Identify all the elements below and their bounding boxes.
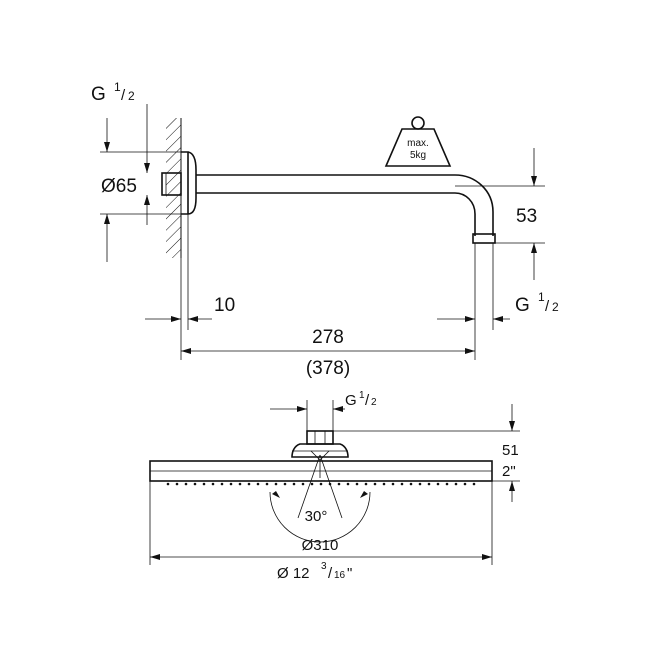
nozzle-dot — [364, 482, 368, 486]
outlet-thread-den: 2 — [552, 300, 559, 314]
weight-label-line2: 5kg — [410, 150, 426, 161]
shower-head-side-view: G 1 / 2 51 2" 30° — [149, 390, 520, 582]
nozzle-dot — [391, 482, 395, 486]
nozzle-dot — [418, 482, 422, 486]
shower-arm-side-view: max. 5kg Ø65 G 1 / 2 — [91, 80, 559, 379]
nozzle-dot — [382, 482, 386, 486]
nozzle-dot — [265, 482, 269, 486]
flange-diameter-dimension: Ø65 — [100, 118, 181, 262]
nozzle-dot — [337, 482, 341, 486]
nozzle-dot — [472, 482, 476, 486]
outlet-thread-num: 1 — [538, 290, 545, 304]
head-inlet-g: G — [345, 392, 357, 409]
arm-length-dimension: 278 (378) — [181, 327, 475, 379]
nozzle-dot — [301, 482, 305, 486]
head-diameter-in-num: 3 — [321, 561, 327, 572]
wall-flange — [181, 151, 197, 215]
head-inlet-thread: G 1 / 2 — [345, 390, 377, 409]
nozzle-dot — [175, 482, 179, 486]
head-diameter-in-suffix: " — [347, 565, 352, 582]
nozzle-dot — [211, 482, 215, 486]
nozzle-dot — [220, 482, 224, 486]
arm-length-label: 278 — [312, 327, 344, 348]
drop-label: 53 — [516, 206, 537, 227]
shower-arm — [196, 174, 494, 236]
nozzle-dot — [400, 482, 404, 486]
inlet-stub — [161, 172, 182, 196]
tilt-angle-dimension: 30° — [269, 454, 371, 543]
wall-offset-dimension: 10 — [145, 214, 235, 360]
wall-offset-label: 10 — [214, 295, 235, 316]
tilt-angle-label: 30° — [305, 508, 328, 525]
svg-text:/: / — [365, 392, 370, 409]
head-height-in: 2" — [502, 463, 516, 480]
svg-text:/: / — [328, 565, 333, 582]
nozzle-dot — [193, 482, 197, 486]
drop-dimension: 53 — [455, 148, 545, 280]
head-height-mm: 51 — [502, 442, 519, 459]
head-diameter-dimension: Ø310 Ø 12 3 / 16 " — [149, 481, 493, 582]
weight-label-line1: max. — [407, 138, 429, 149]
nozzle-dot — [247, 482, 251, 486]
nozzle-dot — [274, 482, 278, 486]
head-diameter-mm: Ø310 — [302, 537, 339, 554]
head-inlet-den: 2 — [371, 397, 377, 408]
nozzle-dot — [202, 482, 206, 486]
outlet-thread-g: G — [515, 295, 530, 316]
nozzle-dot — [184, 482, 188, 486]
nozzle-dot — [256, 482, 260, 486]
nozzle-row — [166, 482, 476, 486]
nozzle-dot — [445, 482, 449, 486]
inlet-thread-dimension: G 1 / 2 — [91, 80, 150, 225]
head-inlet-num: 1 — [359, 390, 365, 401]
head-diameter-in-den: 16 — [334, 570, 346, 581]
inlet-thread-num: 1 — [114, 80, 121, 94]
nozzle-dot — [355, 482, 359, 486]
flange-diameter-label: Ø65 — [101, 176, 137, 197]
nozzle-dot — [463, 482, 467, 486]
svg-text:/: / — [121, 87, 126, 104]
ball-joint — [291, 443, 349, 458]
weight-icon: max. 5kg — [384, 116, 452, 167]
nozzle-dot — [427, 482, 431, 486]
nozzle-dot — [292, 482, 296, 486]
inlet-thread-g: G — [91, 84, 106, 105]
nozzle-dot — [310, 482, 314, 486]
head-height-dimension: 51 2" — [333, 404, 520, 502]
nozzle-dot — [454, 482, 458, 486]
nozzle-dot — [283, 482, 287, 486]
nozzle-dot — [373, 482, 377, 486]
outlet-thread-dimension: G 1 / 2 — [437, 290, 559, 322]
nozzle-dot — [436, 482, 440, 486]
nozzle-dot — [346, 482, 350, 486]
wall-hatching — [166, 118, 181, 258]
nozzle-dot — [319, 482, 323, 486]
svg-text:/: / — [545, 298, 550, 315]
head-connector-nut — [306, 430, 334, 445]
nozzle-dot — [229, 482, 233, 486]
inlet-thread-den: 2 — [128, 89, 135, 103]
arm-length-alt-label: (378) — [306, 358, 350, 379]
nozzle-dot — [409, 482, 413, 486]
nozzle-dot — [238, 482, 242, 486]
head-diameter-in-prefix: Ø 12 — [277, 565, 310, 582]
outlet-nut — [472, 233, 496, 244]
nozzle-dot — [166, 482, 170, 486]
